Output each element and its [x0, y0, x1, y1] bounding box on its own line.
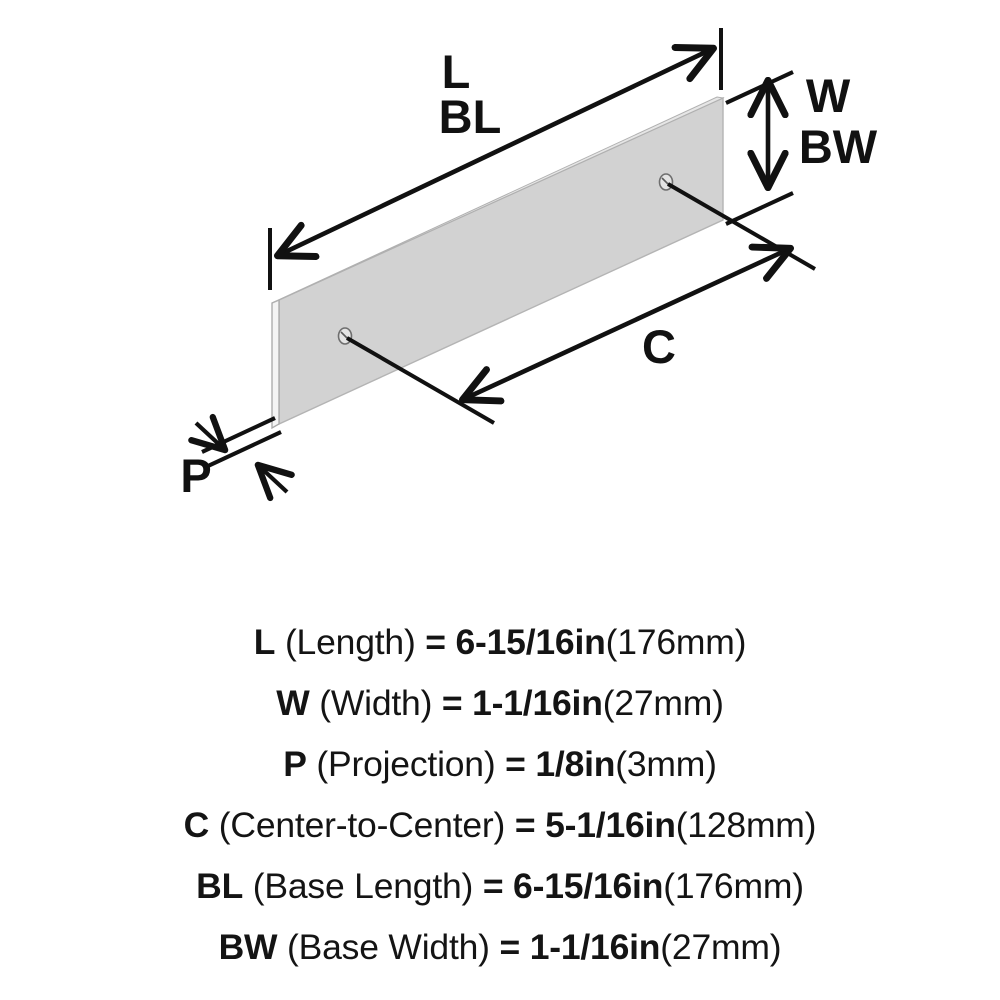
spec-abbr: C [183, 805, 210, 845]
ctc-dimension-line [458, 243, 795, 405]
spec-abbr: BL [196, 866, 244, 906]
spec-imperial-value: 6-15/16in [455, 622, 606, 662]
label-P: P [180, 449, 211, 502]
dimension-width: W BW [725, 69, 878, 226]
spec-equals: = [499, 927, 521, 967]
spec-abbr: P [283, 744, 307, 784]
specification-list: L (Length) = 6-15/16in(176mm) W (Width) … [0, 612, 1000, 978]
spec-row-width: W (Width) = 1-1/16in(27mm) [0, 673, 1000, 734]
spec-imperial-value: 5-1/16in [545, 805, 676, 845]
projection-extension-upper [201, 416, 276, 454]
dimension-projection: P [180, 413, 295, 502]
spec-abbr: L [253, 622, 276, 662]
spec-name: (Width) [319, 683, 433, 723]
spec-equals: = [514, 805, 536, 845]
spec-equals: = [425, 622, 446, 662]
spec-imperial-value: 1-1/16in [472, 683, 603, 723]
pull-body [271, 96, 725, 430]
width-extension-bottom [725, 191, 794, 226]
label-BL: BL [439, 90, 502, 143]
spec-metric-value: (176mm) [605, 622, 747, 662]
projection-arrow-lower [254, 461, 295, 502]
spec-metric-value: (176mm) [663, 866, 804, 906]
spec-imperial-value: 1-1/16in [529, 927, 661, 967]
spec-row-base-length: BL (Base Length) = 6-15/16in(176mm) [0, 856, 1000, 917]
label-C: C [642, 320, 676, 373]
diagram-svg: L BL W BW C [180, 28, 878, 502]
spec-row-length: L (Length) = 6-15/16in(176mm) [0, 612, 1000, 673]
spec-row-center-to-center: C (Center-to-Center) = 5-1/16in(128mm) [0, 795, 1000, 856]
spec-abbr: BW [218, 927, 278, 967]
spec-imperial-value: 6-15/16in [513, 866, 664, 906]
dimension-center-to-center: C [345, 182, 817, 425]
pull-left-edge-projection [271, 299, 280, 430]
product-diagram: L BL W BW C [180, 28, 878, 502]
projection-extension-lower [207, 430, 282, 468]
spec-name: (Projection) [316, 744, 496, 784]
width-extension-top [725, 70, 794, 105]
spec-name: (Length) [284, 622, 416, 662]
ctc-leader-left [345, 336, 496, 425]
dimension-length: L BL [268, 28, 723, 290]
spec-equals: = [482, 866, 504, 906]
label-L: L [442, 45, 471, 98]
spec-metric-value: (27mm) [602, 683, 724, 723]
spec-row-base-width: BW (Base Width) = 1-1/16in(27mm) [0, 917, 1000, 978]
spec-equals: = [441, 683, 463, 723]
length-dimension-line [273, 44, 718, 260]
spec-name: (Center-to-Center) [218, 805, 506, 845]
spec-equals: = [505, 744, 526, 784]
spec-name: (Base Width) [287, 927, 490, 967]
spec-metric-value: (3mm) [615, 744, 717, 784]
spec-abbr: W [276, 683, 310, 723]
spec-row-projection: P (Projection) = 1/8in(3mm) [0, 734, 1000, 795]
projection-arrow-upper [188, 413, 229, 454]
label-BW: BW [799, 120, 878, 173]
spec-metric-value: (128mm) [675, 805, 817, 845]
spec-name: (Base Length) [252, 866, 474, 906]
spec-metric-value: (27mm) [660, 927, 782, 967]
spec-imperial-value: 1/8in [535, 744, 616, 784]
label-W: W [806, 69, 851, 122]
